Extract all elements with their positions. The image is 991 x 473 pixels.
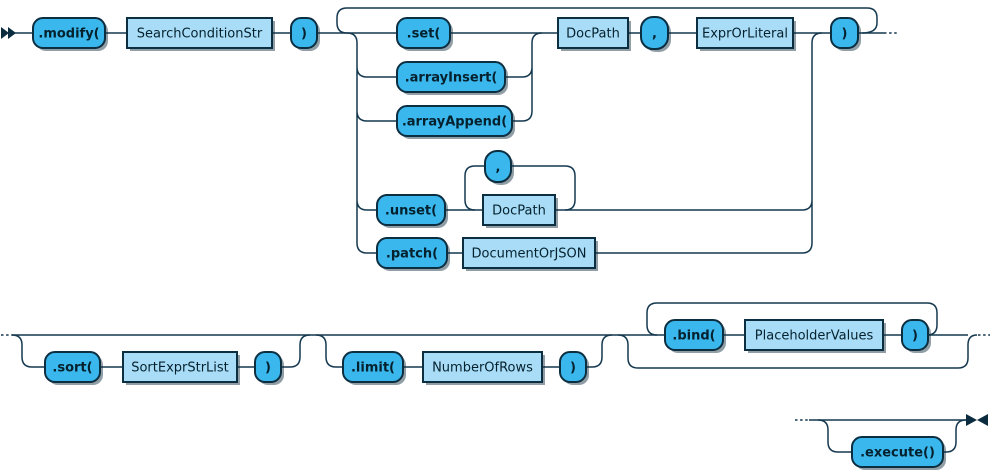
svg-text:): ): [912, 329, 918, 344]
svg-text:PlaceholderValues: PlaceholderValues: [755, 329, 874, 344]
svg-text:): ): [842, 27, 848, 42]
terminal-modify: .modify(: [32, 17, 108, 51]
terminal-comma-2: ,: [484, 150, 514, 185]
svg-text:.modify(: .modify(: [38, 27, 99, 42]
limit-optional-branch: [315, 334, 613, 368]
svg-text:,: ,: [652, 27, 657, 42]
svg-text:.limit(: .limit(: [351, 361, 395, 376]
terminal-set: .set(: [396, 17, 453, 51]
terminal-array-append: .arrayAppend(: [396, 105, 515, 139]
terminal-sort: .sort(: [44, 351, 103, 385]
terminal-close-paren-4: ): [559, 351, 589, 385]
svg-text:.patch(: .patch(: [386, 247, 438, 262]
terminal-execute: .execute(): [851, 436, 946, 470]
alternatives-branch-lines: [346, 32, 397, 254]
svg-text:DocPath: DocPath: [566, 27, 620, 42]
nonterminal-number-of-rows: NumberOfRows: [422, 351, 545, 385]
methods-repeat-loop: [336, 7, 878, 34]
svg-text:DocumentOrJSON: DocumentOrJSON: [472, 247, 587, 262]
svg-text:DocPath: DocPath: [492, 204, 546, 219]
nonterminal-sort-expr-str-list: SortExprStrList: [122, 351, 240, 385]
svg-text:): ): [570, 361, 576, 376]
svg-text:.arrayAppend(: .arrayAppend(: [402, 115, 507, 130]
nonterminal-expr-or-literal: ExprOrLiteral: [696, 17, 796, 51]
svg-text:.sort(: .sort(: [52, 361, 92, 376]
terminal-close-paren-2: ): [830, 17, 861, 51]
terminal-bind: .bind(: [664, 319, 726, 353]
nonterminal-doc-path-2: DocPath: [482, 194, 558, 228]
terminal-patch: .patch(: [376, 237, 450, 271]
execute-optional-branch: [817, 419, 967, 453]
nonterminal-placeholder-values: PlaceholderValues: [744, 319, 886, 353]
bind-skip-bypass: [617, 334, 978, 369]
svg-text:SortExprStrList: SortExprStrList: [131, 361, 229, 376]
end-arrow-icon: [966, 414, 988, 426]
svg-text:ExprOrLiteral: ExprOrLiteral: [702, 27, 788, 42]
svg-text:SearchConditionStr: SearchConditionStr: [137, 27, 263, 42]
alternatives-merge-lines: [445, 32, 823, 254]
svg-text:.bind(: .bind(: [672, 329, 715, 344]
terminal-close-paren-3: ): [254, 351, 284, 385]
svg-text:NumberOfRows: NumberOfRows: [432, 361, 533, 376]
terminal-array-insert: .arrayInsert(: [396, 61, 508, 95]
nonterminal-search-condition-str: SearchConditionStr: [126, 17, 275, 51]
nonterminal-doc-path-1: DocPath: [557, 17, 631, 51]
terminal-close-paren-5: ): [901, 319, 931, 353]
svg-text:.unset(: .unset(: [385, 204, 437, 219]
svg-text:): ): [301, 27, 307, 42]
sort-optional-branch: [11, 334, 311, 368]
terminal-limit: .limit(: [342, 351, 406, 385]
svg-text:,: ,: [496, 160, 501, 175]
bind-repeat-loop: [646, 302, 938, 336]
svg-text:.arrayInsert(: .arrayInsert(: [405, 71, 498, 86]
svg-text:): ): [265, 361, 271, 376]
start-arrow-icon: [1, 27, 16, 39]
svg-text:.execute(): .execute(): [860, 446, 935, 461]
unset-docpath-repeat-loop: [464, 165, 576, 211]
terminal-close-paren-1: ): [290, 17, 320, 51]
terminal-unset: .unset(: [376, 194, 448, 228]
terminal-comma-1: ,: [640, 16, 671, 52]
nonterminal-document-or-json: DocumentOrJSON: [462, 237, 598, 271]
svg-text:.set(: .set(: [407, 27, 441, 42]
